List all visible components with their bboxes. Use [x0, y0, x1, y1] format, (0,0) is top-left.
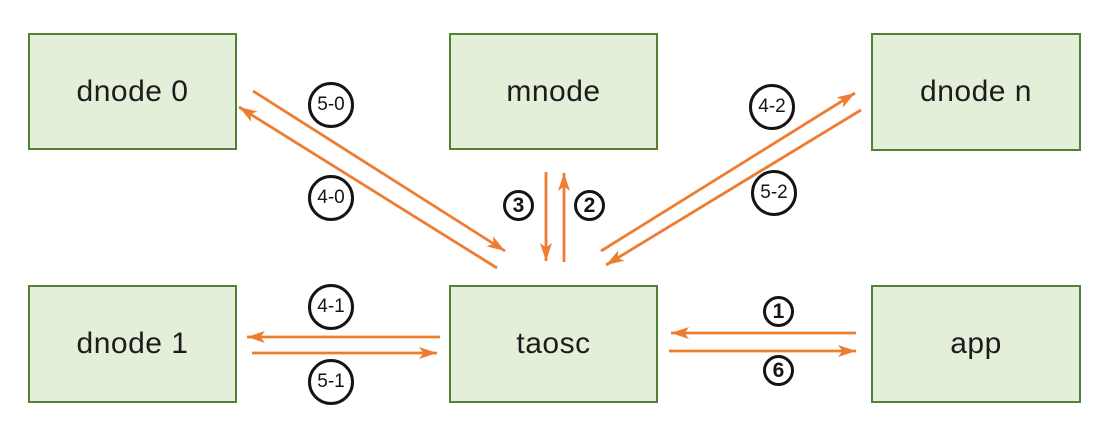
node-mnode: mnode: [449, 33, 658, 150]
arrow-dnoden-to-taosc: [605, 108, 862, 267]
edge-label-2: 2: [574, 190, 605, 221]
node-dnode1: dnode 1: [28, 285, 237, 403]
edge-label-4-1: 4-1: [308, 284, 354, 330]
edge-label-1: 1: [763, 296, 794, 327]
node-app: app: [871, 285, 1081, 403]
edge-label-4-2: 4-2: [749, 84, 795, 130]
arrow-taosc-to-dnoden: [600, 91, 856, 253]
edge-label-5-1: 5-1: [308, 359, 354, 405]
arrow-taosc-to-dnode0: [238, 105, 498, 270]
edge-label-5-0: 5-0: [308, 82, 354, 128]
node-dnoden: dnode n: [871, 33, 1081, 151]
arrow-dnode0-to-taosc: [252, 89, 506, 253]
edge-label-6: 6: [763, 355, 794, 386]
node-taosc: taosc: [449, 285, 658, 403]
edge-label-4-0: 4-0: [308, 175, 354, 221]
edge-label-5-2: 5-2: [751, 170, 797, 216]
edge-label-3: 3: [503, 190, 534, 221]
node-dnode0: dnode 0: [28, 33, 237, 150]
